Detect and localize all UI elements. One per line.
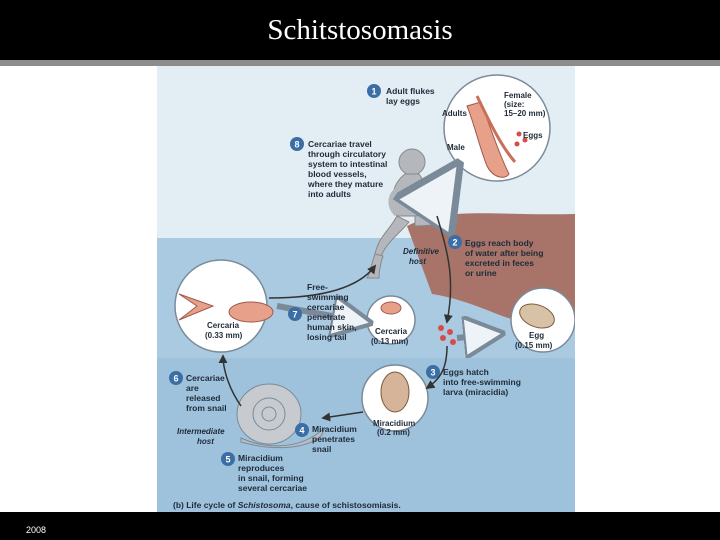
arrow-step-4 (321, 411, 364, 422)
step-badge-2: 2 (448, 235, 462, 249)
footer-bar (0, 512, 720, 540)
arrow-step-6 (218, 354, 242, 407)
arrow-to-egg (456, 334, 497, 338)
svg-text:5: 5 (225, 455, 230, 465)
cercaria-large-label: Cercaria(0.33 mm) (205, 321, 243, 340)
arrow-step-7 (268, 264, 377, 299)
egg-label: Egg(0.15 mm) (515, 331, 553, 350)
egg-dot (522, 137, 528, 143)
egg-drawing (519, 303, 555, 329)
miracidium-label: Miracidium(0.2 mm) (373, 419, 415, 437)
figure-caption: (b) Life cycle of Schistosoma, cause of … (173, 500, 401, 510)
cercaria-small-label: Cercaria(0.13 mm) (371, 327, 409, 346)
svg-text:2: 2 (452, 238, 457, 248)
title-divider (0, 60, 720, 66)
svg-text:8: 8 (294, 140, 299, 150)
step-badge-1: 1 (367, 84, 381, 98)
adult-flukes-circle (443, 74, 551, 182)
svg-text:1: 1 (371, 87, 376, 97)
step-badge-7: 7 (288, 307, 302, 321)
adult-flukes-drawing (466, 101, 510, 178)
step-badge-4: 4 (295, 423, 309, 437)
svg-text:3: 3 (430, 368, 435, 378)
snail-drawing (236, 383, 326, 449)
egg-dot (516, 131, 522, 137)
step-badge-3: 3 (426, 365, 440, 379)
step-badge-8: 8 (290, 137, 304, 151)
svg-text:7: 7 (292, 310, 297, 320)
egg-dot (514, 141, 520, 147)
adults-label: Adults (442, 109, 467, 118)
step-badge-6: 6 (169, 371, 183, 385)
arrow-step-2 (436, 215, 453, 324)
egg-cluster (438, 325, 456, 345)
svg-text:6: 6 (173, 374, 178, 384)
slide-title: Schitstosomasis (267, 14, 453, 46)
arrow-step-3 (425, 345, 448, 389)
footer-year: 2008 (26, 525, 47, 535)
male-label: Male (447, 143, 465, 152)
eggs-label: Eggs (523, 131, 543, 140)
title-bar (0, 0, 720, 60)
cercaria-drawing (228, 301, 274, 323)
female-label: Female(size:15–20 mm) (504, 91, 546, 118)
miracidium-drawing (380, 371, 410, 413)
step-badge-5: 5 (221, 452, 235, 466)
svg-text:4: 4 (299, 426, 304, 436)
arrow-to-adults (445, 172, 453, 184)
